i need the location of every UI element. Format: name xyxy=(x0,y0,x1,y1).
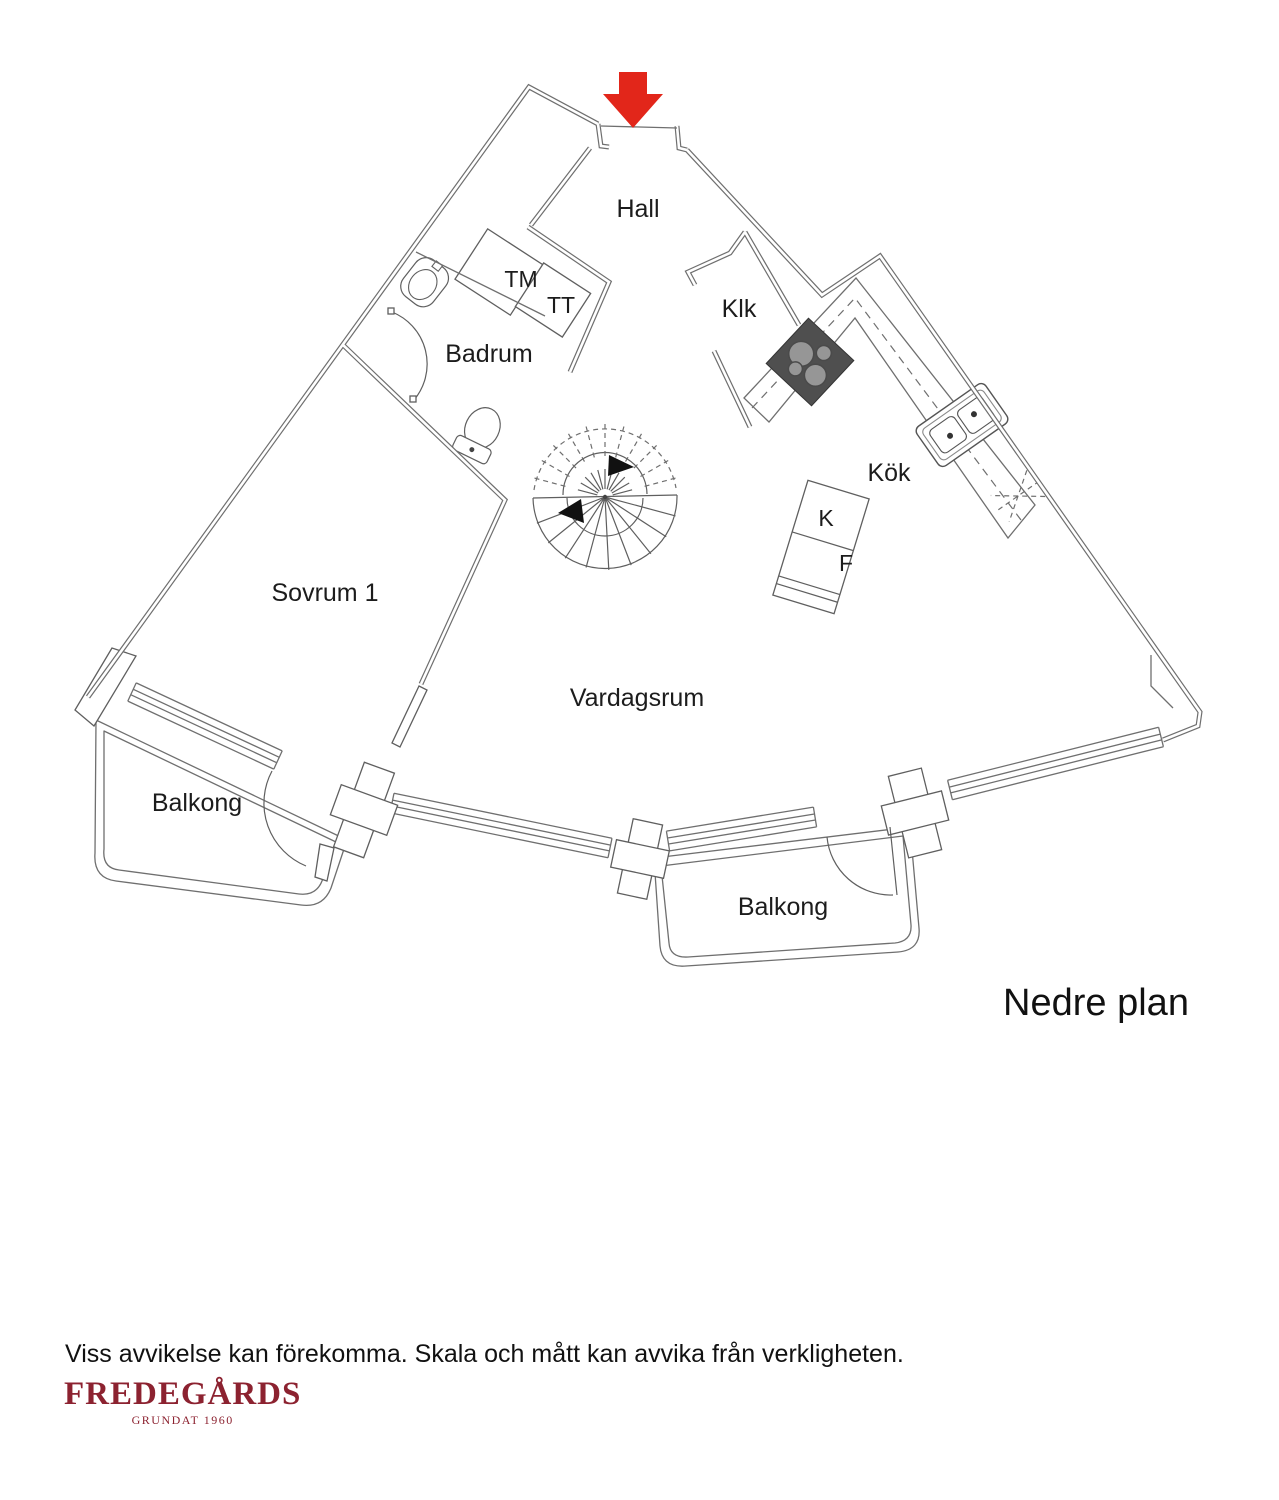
toilet-icon xyxy=(452,407,501,465)
room-label-badrum: Badrum xyxy=(445,340,533,368)
balcony-right xyxy=(653,826,920,967)
pillar-mid-left xyxy=(329,761,399,859)
fridge-freezer-unit xyxy=(772,479,870,615)
appliance-label-tt: TT xyxy=(547,292,575,318)
sovrum-door xyxy=(391,685,428,748)
room-label-balkong-left: Balkong xyxy=(152,789,242,817)
balcony-door-left xyxy=(263,770,335,882)
plan-title: Nedre plan xyxy=(1003,982,1189,1024)
window-sovrum xyxy=(127,682,283,770)
brand-name: FREDEGÅRDS xyxy=(64,1376,302,1412)
room-label-klk: Klk xyxy=(722,295,757,323)
balcony-door-right xyxy=(826,826,898,896)
tumble-dryer xyxy=(514,262,592,338)
room-label-balkong-right: Balkong xyxy=(738,893,828,921)
stair-direction-arrow-up xyxy=(608,455,634,476)
pillar-mid-right xyxy=(880,767,950,859)
shower-icon xyxy=(387,307,428,403)
dishwasher-icon xyxy=(990,470,1046,522)
window-kok xyxy=(946,726,1165,801)
room-label-vardagsrum: Vardagsrum xyxy=(570,684,704,712)
walls xyxy=(85,83,1203,743)
brand-subtitle: GRUNDAT 1960 xyxy=(131,1413,234,1427)
spiral-staircase xyxy=(532,424,678,570)
window-vardagsrum-left xyxy=(389,792,613,859)
balcony-left xyxy=(94,719,348,907)
disclaimer-text: Viss avvikelse kan förekomma. Skala och … xyxy=(65,1340,904,1368)
appliance-label-frys: F xyxy=(839,550,853,576)
appliance-label-tm: TM xyxy=(504,266,537,292)
room-label-hall: Hall xyxy=(616,195,659,223)
room-label-sovrum1: Sovrum 1 xyxy=(272,579,379,607)
room-label-kok: Kök xyxy=(867,459,911,487)
appliance-label-kyl: K xyxy=(818,505,834,531)
entry-arrow-icon xyxy=(603,72,663,128)
brand-logo: FREDEGÅRDS GRUNDAT 1960 xyxy=(64,1378,301,1428)
thin-lines xyxy=(415,125,1174,709)
stove-icon xyxy=(765,317,855,407)
pillar-left-corner xyxy=(74,647,137,727)
stair-direction-arrow-down xyxy=(558,499,584,523)
pillar-mid xyxy=(609,817,671,901)
window-vardagsrum-right xyxy=(665,806,818,852)
kitchen-counter xyxy=(743,277,1036,540)
